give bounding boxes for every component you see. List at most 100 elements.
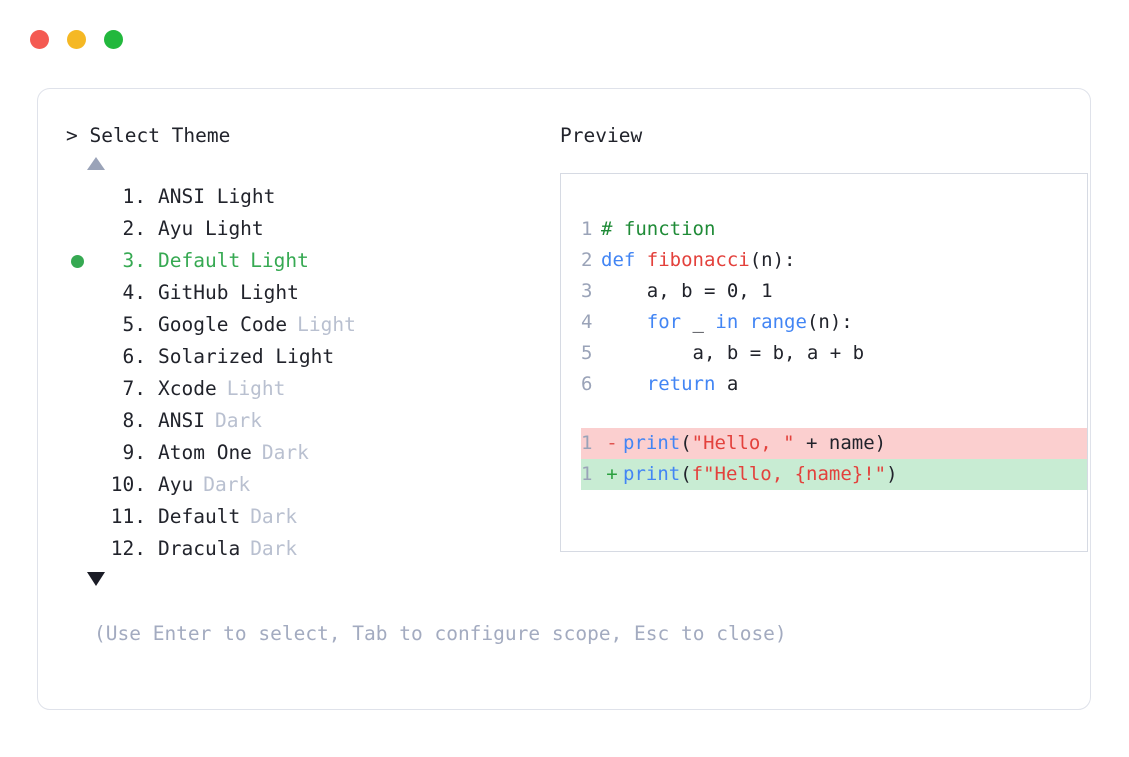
maximize-button[interactable] bbox=[104, 30, 123, 49]
selection-bullet-slot bbox=[66, 469, 98, 501]
theme-list-item[interactable]: 2. Ayu Light bbox=[66, 213, 536, 245]
code-line-text: # function bbox=[601, 214, 715, 245]
line-number: 3 bbox=[581, 280, 593, 302]
code-token bbox=[601, 311, 647, 333]
code-token: a, b = b, a + b bbox=[601, 342, 865, 364]
diff-line-add: 1 +print(f"Hello, {name}!") bbox=[581, 459, 1087, 490]
selection-bullet-slot bbox=[66, 373, 98, 405]
code-line-text: print(f"Hello, {name}!") bbox=[623, 459, 898, 490]
theme-item-mode-tag: Dark bbox=[250, 537, 298, 560]
code-line-text: a, b = b, a + b bbox=[601, 338, 865, 369]
diff-sign: + bbox=[606, 463, 618, 485]
theme-item-mode-tag: Dark bbox=[203, 473, 251, 496]
code-token: def bbox=[601, 249, 647, 271]
code-token: # function bbox=[601, 218, 716, 240]
line-number: 1 bbox=[581, 463, 593, 485]
code-token: ) bbox=[886, 463, 898, 485]
code-line: 1 # function bbox=[581, 214, 1087, 245]
code-token: ( bbox=[680, 432, 692, 454]
line-number: 6 bbox=[581, 373, 593, 395]
theme-item-index: 2. bbox=[122, 217, 146, 240]
line-number: 1 bbox=[581, 432, 593, 454]
code-token: f"Hello, {name}!" bbox=[691, 463, 887, 485]
page-title-text: Select Theme bbox=[89, 124, 231, 147]
selection-bullet-slot bbox=[66, 309, 98, 341]
code-line-text: for _ in range(n): bbox=[601, 307, 853, 338]
code-line-text: def fibonacci(n): bbox=[601, 245, 795, 276]
theme-item-mode-tag: Dark bbox=[250, 505, 298, 528]
theme-list-item[interactable]: 10. Ayu Dark bbox=[66, 469, 536, 501]
close-button[interactable] bbox=[30, 30, 49, 49]
code-token: for bbox=[646, 311, 682, 333]
theme-item-mode-tag: Light bbox=[250, 249, 309, 272]
code-line-text: return a bbox=[601, 369, 739, 400]
triangle-up-icon bbox=[87, 156, 105, 170]
theme-item-name: ANSI Light bbox=[158, 185, 276, 208]
theme-item-index: 8. bbox=[122, 409, 146, 432]
code-token: in range bbox=[715, 311, 807, 333]
theme-item-index: 7. bbox=[122, 377, 146, 400]
selection-bullet-slot bbox=[66, 533, 98, 565]
diff-line-del: 1-print("Hello, " + name) bbox=[581, 428, 1087, 459]
line-number: 5 bbox=[581, 342, 593, 364]
code-line: 5 a, b = b, a + b bbox=[581, 338, 1087, 369]
theme-item-mode-tag: Light bbox=[226, 377, 286, 400]
theme-item-index: 3. bbox=[122, 249, 146, 272]
selection-bullet-slot bbox=[66, 405, 98, 437]
theme-item-name: GitHub Light bbox=[158, 281, 299, 304]
theme-item-index: 4. bbox=[122, 281, 146, 304]
code-preview-box: 1 # function 2 def fibonacci(n): 3 a, b = 0,… bbox=[560, 173, 1088, 552]
preview-label: Preview bbox=[560, 124, 643, 147]
code-token: + name) bbox=[794, 432, 887, 454]
theme-item-name: Default bbox=[158, 505, 241, 528]
theme-item-mode-tag: Dark bbox=[261, 441, 309, 464]
theme-item-name: ANSI bbox=[158, 409, 205, 432]
diff-block: 1-print("Hello, " + name)1+print(f"Hello… bbox=[561, 428, 1087, 490]
theme-list-item[interactable]: 6.Solarized Light bbox=[66, 341, 536, 373]
theme-item-name: Dracula bbox=[158, 537, 241, 560]
theme-list-item[interactable]: 1. ANSI Light bbox=[66, 181, 536, 213]
code-block: 1 # function 2 def fibonacci(n): 3 a, b = 0,… bbox=[561, 214, 1087, 400]
line-number: 1 bbox=[581, 218, 593, 240]
code-token: "Hello, " bbox=[691, 432, 795, 454]
code-line: 2 def fibonacci(n): bbox=[581, 245, 1087, 276]
window-titlebar bbox=[30, 30, 123, 49]
code-token: a, b = 0, 1 bbox=[601, 280, 773, 302]
theme-list-item[interactable]: 12. Dracula Dark bbox=[66, 533, 536, 565]
line-number: 2 bbox=[581, 249, 593, 271]
line-number: 4 bbox=[581, 311, 593, 333]
triangle-down-icon bbox=[87, 572, 105, 586]
theme-item-index: 12. bbox=[110, 537, 146, 560]
minimize-button[interactable] bbox=[67, 30, 86, 49]
scroll-up-indicator[interactable] bbox=[66, 149, 536, 177]
code-token: print bbox=[623, 463, 681, 485]
theme-item-name: Ayu Light bbox=[158, 217, 264, 240]
theme-item-name: Solarized Light bbox=[158, 345, 335, 368]
preview-pane: Preview 1 # function 2 def fibonacci(n): 3 a… bbox=[536, 123, 1088, 552]
theme-item-mode-tag: Dark bbox=[214, 409, 262, 432]
selection-bullet-slot bbox=[66, 245, 98, 277]
theme-list-item[interactable]: 4. GitHub Light bbox=[66, 277, 536, 309]
theme-item-index: 10. bbox=[110, 473, 146, 496]
theme-item-index: 1. bbox=[122, 185, 146, 208]
code-token: (n): bbox=[806, 311, 853, 333]
selection-bullet-slot bbox=[66, 277, 98, 309]
theme-item-mode-tag: Light bbox=[297, 313, 356, 336]
theme-item-name: Ayu bbox=[158, 473, 194, 496]
code-line: 6 return a bbox=[581, 369, 1087, 400]
scroll-down-indicator[interactable] bbox=[66, 565, 536, 593]
prompt-caret-icon: > bbox=[66, 124, 78, 147]
theme-list-item[interactable]: 8. ANSI Dark bbox=[66, 405, 536, 437]
code-token bbox=[601, 373, 647, 395]
selection-bullet-slot bbox=[66, 501, 98, 533]
code-token: (n): bbox=[749, 249, 796, 271]
